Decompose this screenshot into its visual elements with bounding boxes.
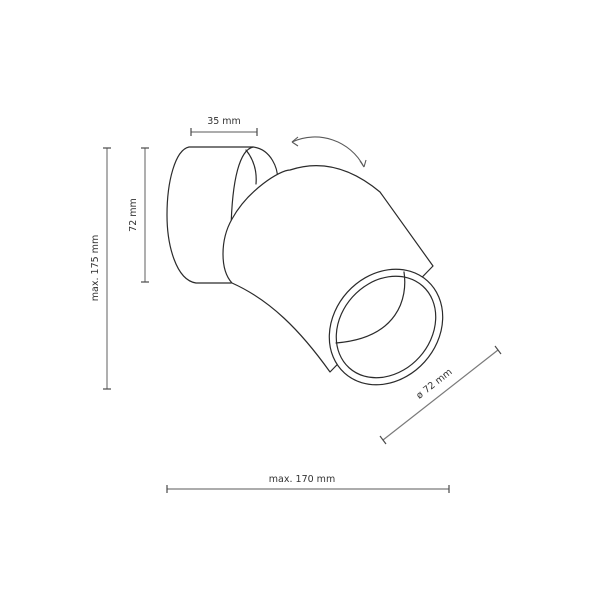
rotation-arrow-icon <box>291 136 367 168</box>
spotlight-shade <box>222 165 444 386</box>
label-base-height: 72 mm <box>128 198 139 232</box>
dimension-total-height: max. 175 mm <box>90 147 111 390</box>
label-total-height: max. 175 mm <box>90 235 101 301</box>
dimension-base-width: 35 mm <box>190 116 258 136</box>
dimension-base-height: 72 mm <box>128 147 149 283</box>
label-shade-diameter: ø 72 mm <box>414 367 454 402</box>
label-total-depth: max. 170 mm <box>269 474 335 485</box>
label-base-width: 35 mm <box>207 116 241 127</box>
dimension-total-depth: max. 170 mm <box>166 474 450 493</box>
